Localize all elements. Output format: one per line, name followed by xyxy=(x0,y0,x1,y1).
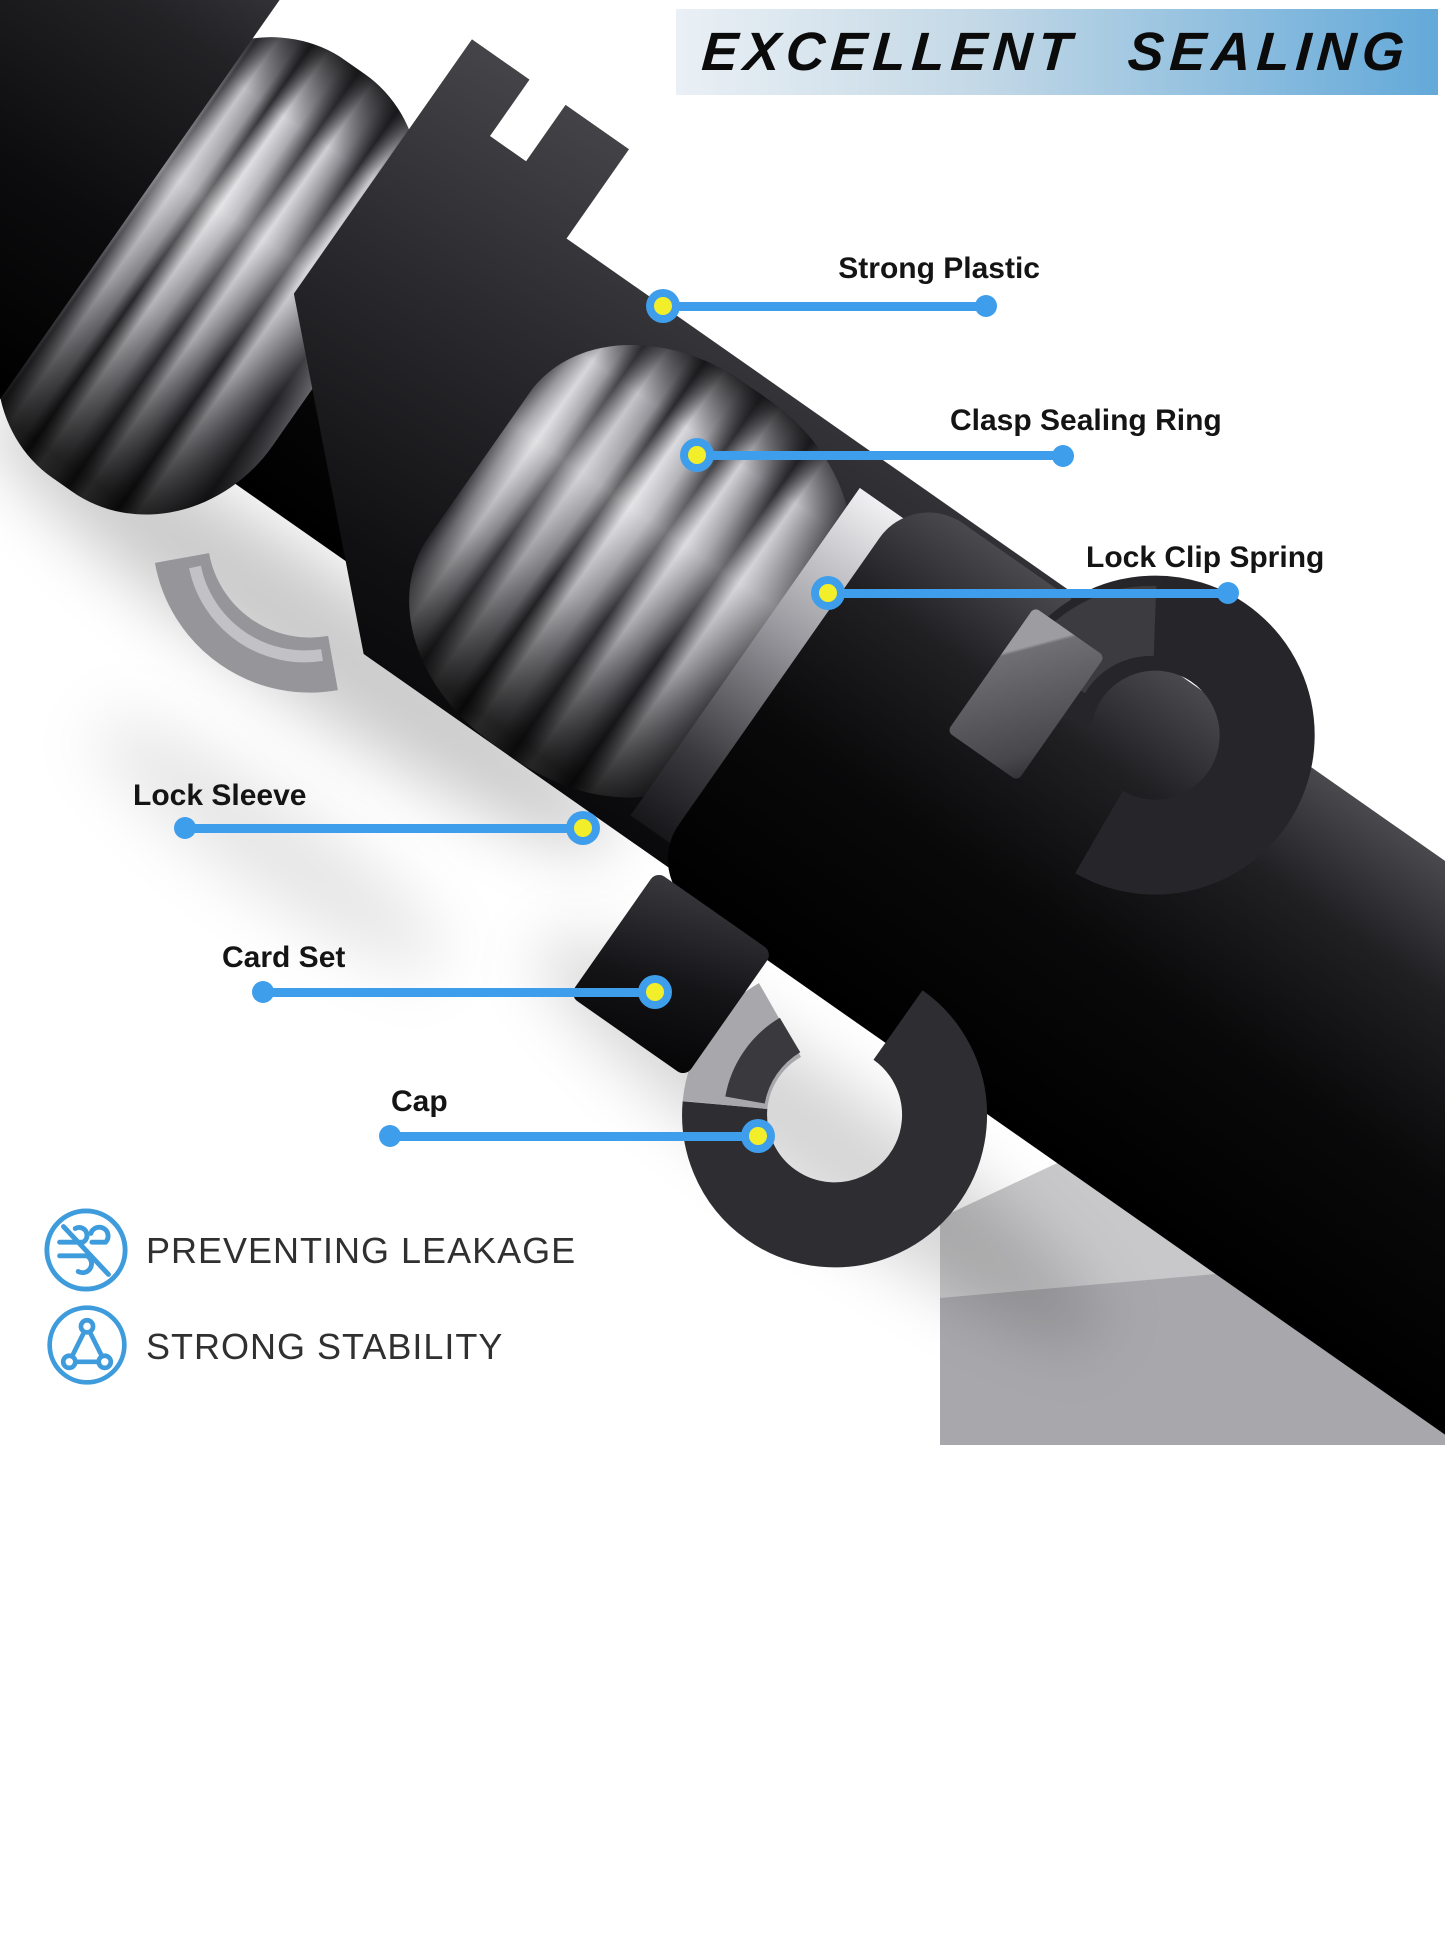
product-marketing-image: { "banner": { "title": "EXCELLENT SEALIN… xyxy=(0,0,1445,1706)
callout-end-dot xyxy=(252,981,274,1003)
callout-target-marker xyxy=(680,438,714,472)
title-banner: EXCELLENT SEALING xyxy=(676,9,1438,95)
callout-target-marker xyxy=(566,811,600,845)
cap-cutaway xyxy=(682,983,988,1268)
callout-line xyxy=(697,451,1063,460)
stability-icon xyxy=(47,1305,127,1385)
callout-end-dot xyxy=(1052,445,1074,467)
feature-label: PREVENTING LEAKAGE xyxy=(146,1230,577,1271)
callout-line xyxy=(828,589,1228,598)
feature-label: STRONG STABILITY xyxy=(146,1326,504,1367)
callout-label: Lock Sleeve xyxy=(133,779,307,812)
callout-line xyxy=(390,1132,758,1141)
callout-label: Card Set xyxy=(222,941,346,974)
callout-end-dot xyxy=(379,1125,401,1147)
callout-end-dot xyxy=(174,817,196,839)
callout-label: Clasp Sealing Ring xyxy=(950,404,1222,437)
callout-label: Strong Plastic xyxy=(838,252,1040,285)
callout-target-marker xyxy=(811,576,845,610)
callout-end-dot xyxy=(1217,582,1239,604)
callout-line xyxy=(263,988,655,997)
callout-target-marker xyxy=(646,289,680,323)
banner-title: EXCELLENT SEALING xyxy=(699,22,1413,82)
callout-label: Lock Clip Spring xyxy=(1086,541,1325,574)
lock-sleeve-cutaway xyxy=(154,552,338,693)
no-leakage-icon xyxy=(44,1208,128,1292)
callout-end-dot xyxy=(975,295,997,317)
callout-line xyxy=(185,824,583,833)
callout-line xyxy=(663,302,986,311)
callout-target-marker xyxy=(638,975,672,1009)
callout-label: Cap xyxy=(391,1085,448,1118)
callout-target-marker xyxy=(741,1119,775,1153)
